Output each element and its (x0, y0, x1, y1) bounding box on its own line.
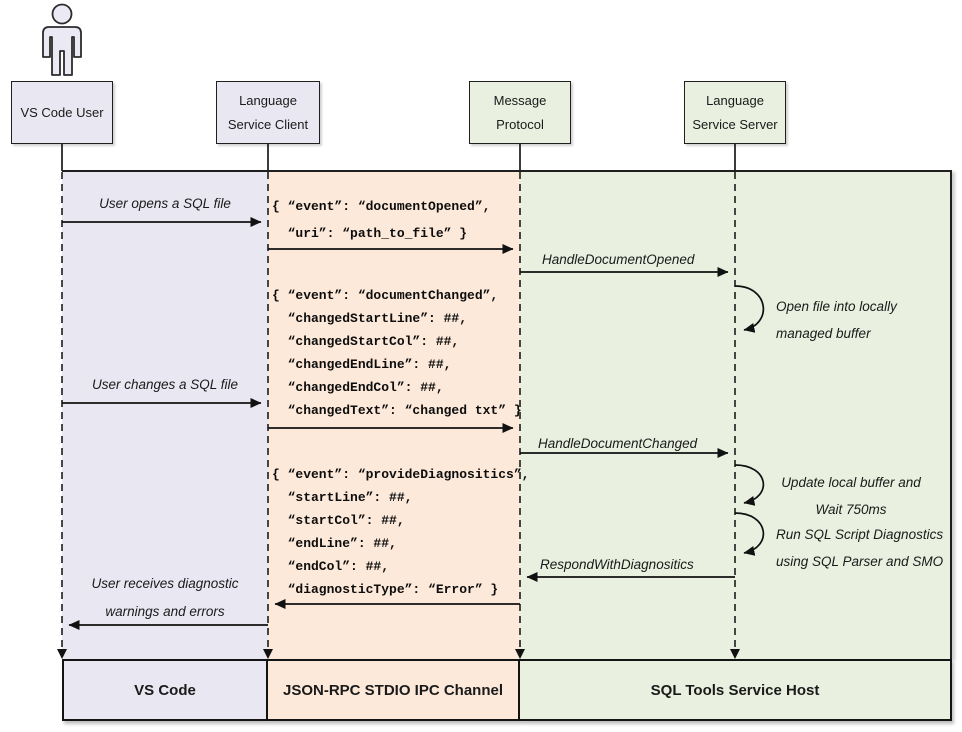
lifeline-stubs (61, 144, 736, 171)
json-document-opened: { “event”: “documentOpened”, “uri”: “pat… (272, 199, 491, 241)
label-handle-document-opened: HandleDocumentOpened (542, 252, 695, 267)
actor-box-vscode-user: VS Code User (11, 81, 113, 144)
label-handle-document-changed: HandleDocumentChanged (538, 436, 698, 451)
lane-box-vscode: VS Code (62, 659, 268, 721)
actor-label-line2: Service Server (692, 116, 778, 132)
user-actor-icon (42, 3, 82, 76)
lane-box-service-host: SQL Tools Service Host (520, 659, 952, 721)
actor-label: Language (239, 92, 297, 108)
lane-vscode-bg (62, 172, 268, 659)
label-user-opens-file: User opens a SQL file (99, 196, 231, 211)
json-document-changed: { “event”: “documentChanged”, “changedSt… (272, 288, 522, 418)
lane-label: SQL Tools Service Host (650, 681, 820, 699)
actor-label-line2: Protocol (496, 116, 544, 132)
actor-label: VS Code User (20, 104, 104, 120)
json-provide-diagnostics: { “event”: “provideDiagnositics”, “start… (272, 467, 530, 597)
lane-box-ipc-channel: JSON-RPC STDIO IPC Channel (268, 659, 520, 721)
label-respond-with-diagnostics: RespondWithDiagnositics (540, 557, 694, 572)
note-run-diagnostics: Run SQL Script Diagnostics using SQL Par… (776, 527, 944, 569)
actor-label: Language (706, 92, 764, 108)
actor-label: Message (493, 92, 547, 108)
lane-label: JSON-RPC STDIO IPC Channel (282, 681, 504, 699)
label-user-receives-diagnostics: User receives diagnostic warnings and er… (91, 576, 239, 619)
lane-label: VS Code (134, 681, 196, 699)
note-open-buffer: Open file into locally managed buffer (776, 299, 897, 341)
actor-label-line2: Service Client (227, 116, 309, 132)
lane-ipc-bg (268, 172, 520, 659)
note-update-buffer: Update local buffer and Wait 750ms (781, 475, 921, 517)
label-user-changes-file: User changes a SQL file (91, 377, 239, 392)
lane-host-bg (520, 172, 950, 659)
